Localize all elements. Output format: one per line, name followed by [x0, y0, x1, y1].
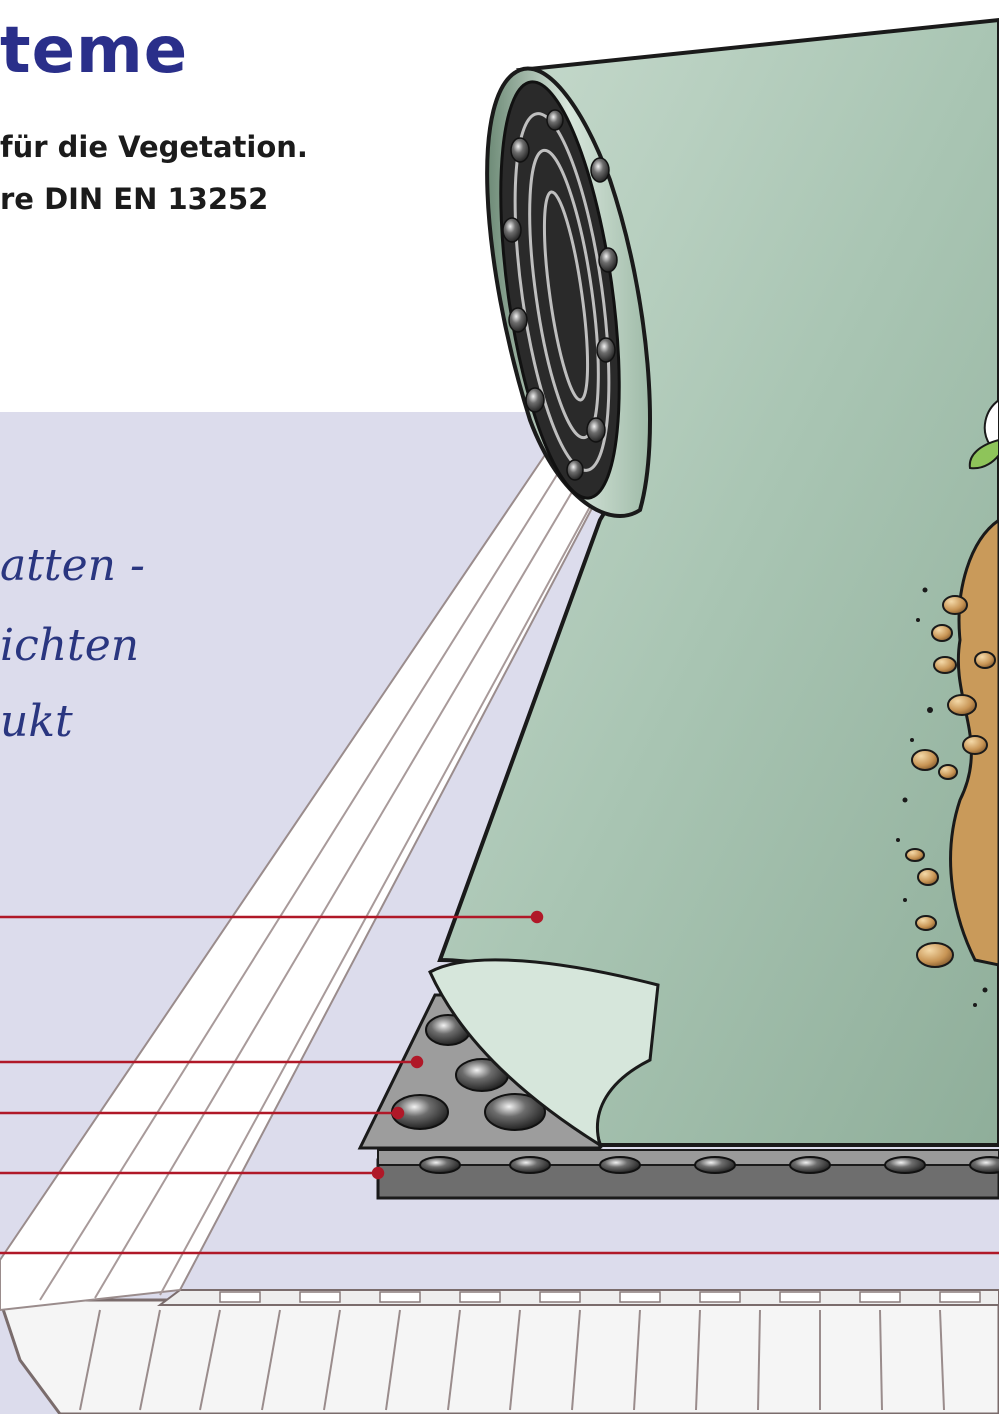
callout-dot-protective: [373, 1168, 383, 1178]
callout-dot-drain-cup: [393, 1108, 403, 1118]
roof-insulation: [0, 1290, 999, 1414]
callout-dot-fleece: [532, 912, 542, 922]
callout-dot-drain-top: [412, 1057, 422, 1067]
